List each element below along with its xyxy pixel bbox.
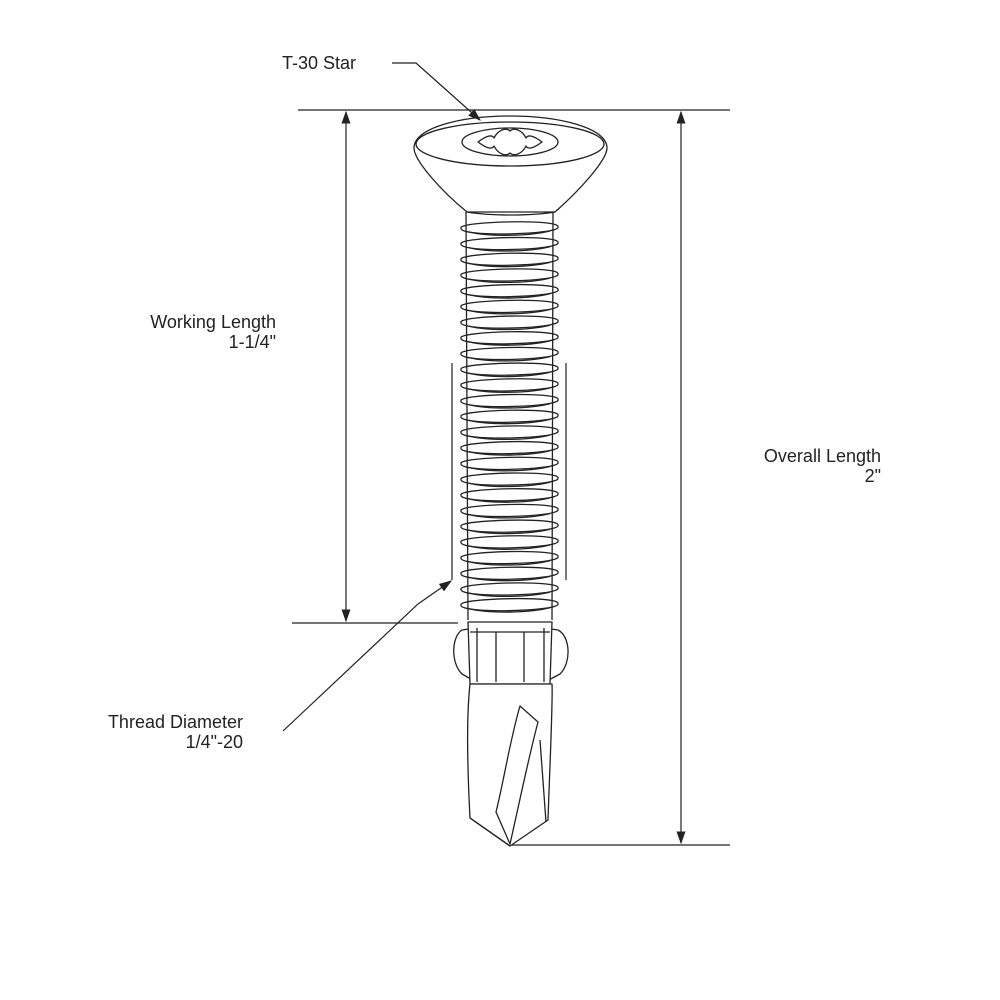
thread-crest — [460, 252, 559, 266]
thread-crest — [460, 488, 559, 502]
thread-crest — [460, 362, 559, 376]
thread-root — [468, 324, 551, 331]
head-top-rim — [415, 121, 605, 167]
thread-crest — [460, 299, 559, 314]
thread-crest — [460, 550, 559, 565]
thread-root — [468, 261, 551, 268]
thread-root — [468, 308, 551, 315]
thread-crest — [460, 597, 559, 612]
working-length-label: Working Length 1-1/4" — [150, 312, 276, 352]
thread-diameter-label: Thread Diameter 1/4"-20 — [108, 712, 243, 752]
thread-crest — [460, 409, 559, 423]
thread-root — [468, 371, 551, 378]
t30-star-label: T-30 Star — [282, 53, 357, 73]
thread-crest — [460, 236, 559, 251]
thread-crest — [460, 472, 559, 486]
star-recess-outer — [461, 127, 559, 157]
thread-crest — [460, 519, 559, 533]
thread-root — [468, 293, 551, 299]
thread-diameter-leader — [282, 580, 453, 732]
thread-root — [468, 418, 551, 425]
thread-crest — [460, 535, 559, 549]
dimension-lines — [282, 62, 730, 846]
thread-crest — [460, 221, 559, 235]
thread-crest — [460, 582, 559, 596]
thread-root — [468, 465, 551, 472]
thread-root — [468, 481, 551, 488]
thread-crest — [460, 346, 559, 361]
thread-root — [468, 403, 551, 409]
thread-crest — [460, 331, 559, 345]
thread-root — [468, 277, 551, 283]
t30-star-drive-icon — [477, 128, 543, 156]
thread-root — [468, 560, 551, 566]
thread-diameter-value: 1/4"-20 — [185, 732, 243, 752]
thread-crest — [460, 566, 559, 580]
thread-crest — [460, 440, 559, 455]
flute — [495, 705, 539, 845]
drill-land — [539, 739, 547, 823]
thread-root — [468, 512, 551, 519]
self-drilling-screw — [413, 115, 608, 847]
thread-crests — [460, 221, 559, 613]
thread-root — [468, 591, 551, 597]
thread-crest — [460, 425, 559, 439]
thread-root — [468, 340, 551, 346]
thread-root — [468, 497, 551, 503]
shank-right — [551, 211, 554, 621]
overall-length-name: Overall Length — [763, 446, 881, 466]
thread-root — [468, 528, 551, 535]
thread-root — [468, 246, 551, 252]
thread-crest — [460, 268, 559, 282]
thread-crest — [460, 393, 559, 408]
thread-root — [468, 607, 551, 613]
thread-root — [468, 544, 551, 550]
thread-crest — [460, 378, 559, 392]
t30-star-leader — [392, 62, 481, 121]
working-length-value: 1-1/4" — [228, 332, 276, 352]
thread-root — [468, 230, 551, 236]
wing-hub — [467, 621, 553, 685]
thread-root — [468, 434, 551, 440]
thread-root — [468, 575, 551, 582]
thread-root — [468, 387, 551, 393]
working-length-name: Working Length — [150, 312, 276, 332]
drill-edge — [469, 817, 511, 847]
thread-crest — [460, 283, 559, 298]
thread-crest — [460, 503, 559, 518]
thread-crest — [460, 315, 559, 329]
overall-length-value: 2" — [864, 466, 881, 486]
thread-root — [468, 355, 551, 362]
thread-crest — [460, 456, 559, 471]
thread-root — [468, 450, 551, 456]
shank-left — [465, 211, 469, 621]
head-underside — [466, 211, 556, 216]
overall-length-label: Overall Length 2" — [764, 446, 881, 486]
thread-diameter-name: Thread Diameter — [107, 712, 243, 732]
